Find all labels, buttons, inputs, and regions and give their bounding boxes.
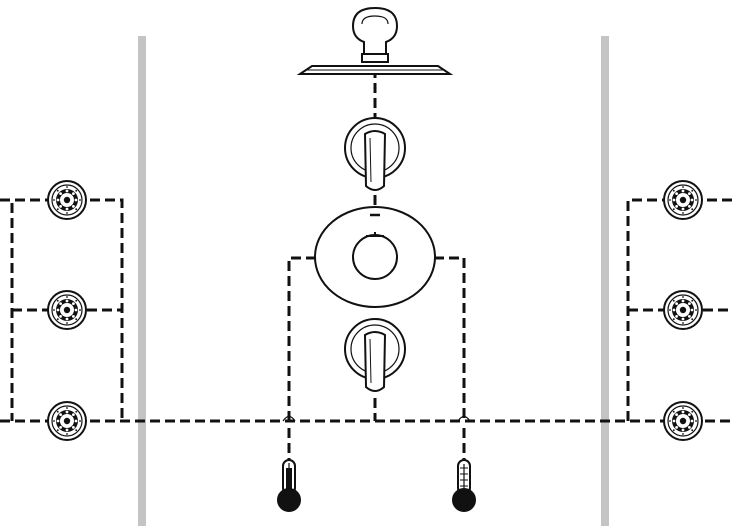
body-spray-jet-icon (663, 290, 703, 330)
cold-water-thermometer-icon (452, 459, 476, 512)
hot-branch (287, 256, 316, 421)
hot-water-thermometer-icon (277, 459, 301, 512)
body-spray-jet-icon (663, 180, 703, 220)
body-spray-jet-icon (47, 180, 87, 220)
body-spray-jet-icon (47, 290, 87, 330)
rain-shower-head-icon (296, 6, 454, 75)
diverter-valve-handle-icon (344, 117, 406, 191)
left-spray-return (0, 198, 124, 421)
body-spray-jet-icon (663, 401, 703, 441)
hot-crossover-bump (282, 415, 296, 422)
left-spray-loop (0, 198, 14, 421)
cold-crossover-bump (457, 415, 471, 422)
right-wall (601, 36, 609, 526)
cold-branch (434, 256, 466, 421)
body-spray-jet-icon (47, 401, 87, 441)
thermostatic-mixing-valve-icon (314, 206, 436, 308)
volume-control-handle-icon (344, 318, 406, 392)
left-wall (138, 36, 146, 526)
